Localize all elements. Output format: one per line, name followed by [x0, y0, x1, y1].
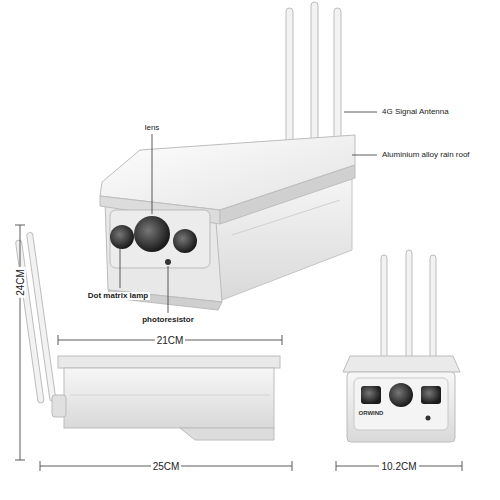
- antenna-callout: 4G Signal Antenna: [380, 108, 451, 117]
- lamp-callout: Dot matrix lamp: [86, 292, 150, 301]
- width-dimension: 10.2CM: [379, 461, 418, 472]
- lens-callout: lens: [143, 124, 162, 133]
- photoresistor-callout: photoresistor: [140, 316, 196, 325]
- brand-mark: ORWIND: [357, 410, 386, 417]
- total-length-dimension: 25CM: [151, 461, 182, 472]
- length-dimension: 21CM: [155, 335, 186, 346]
- height-dimension: 24CM: [15, 267, 26, 298]
- roof-callout: Aluminium alloy rain roof: [380, 151, 472, 160]
